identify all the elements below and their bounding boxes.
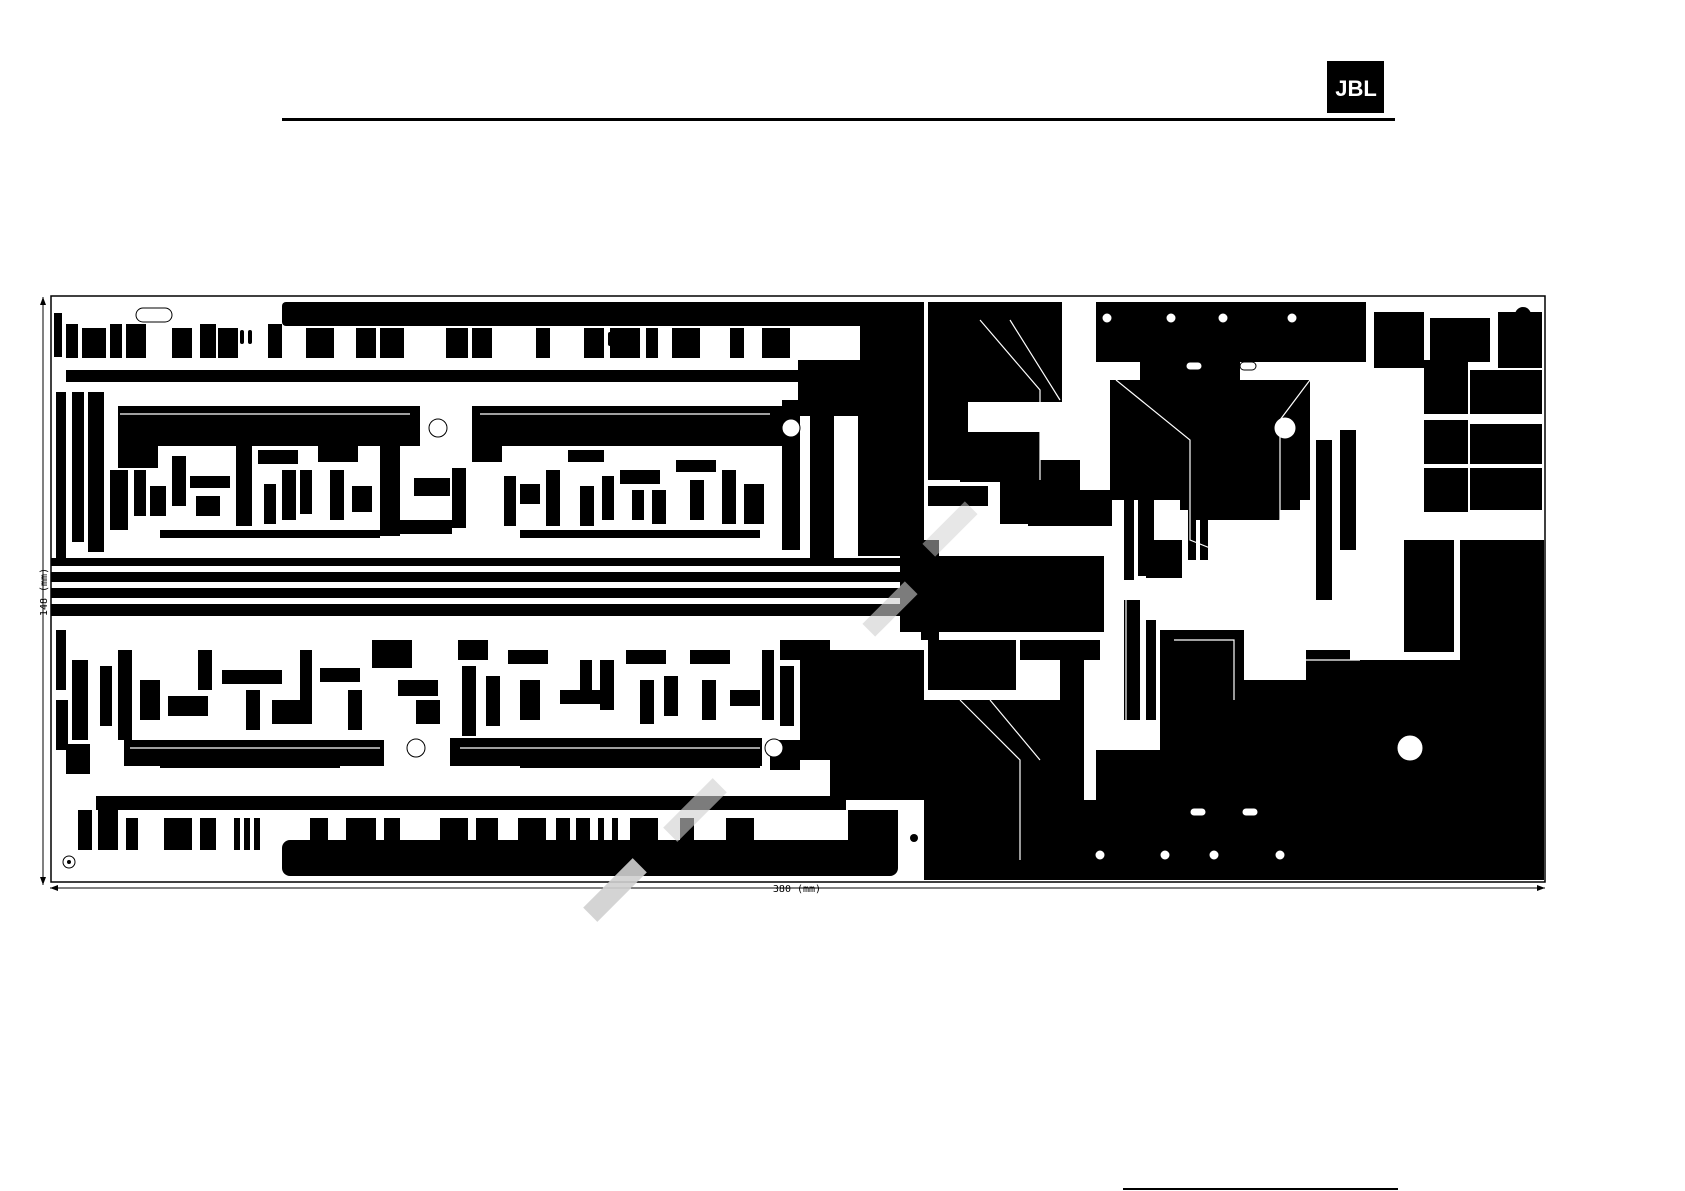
board-height-label: 148 (mm) xyxy=(39,568,50,616)
board-width-label: 380 (mm) xyxy=(773,884,821,895)
footer-rule xyxy=(1123,1188,1398,1190)
